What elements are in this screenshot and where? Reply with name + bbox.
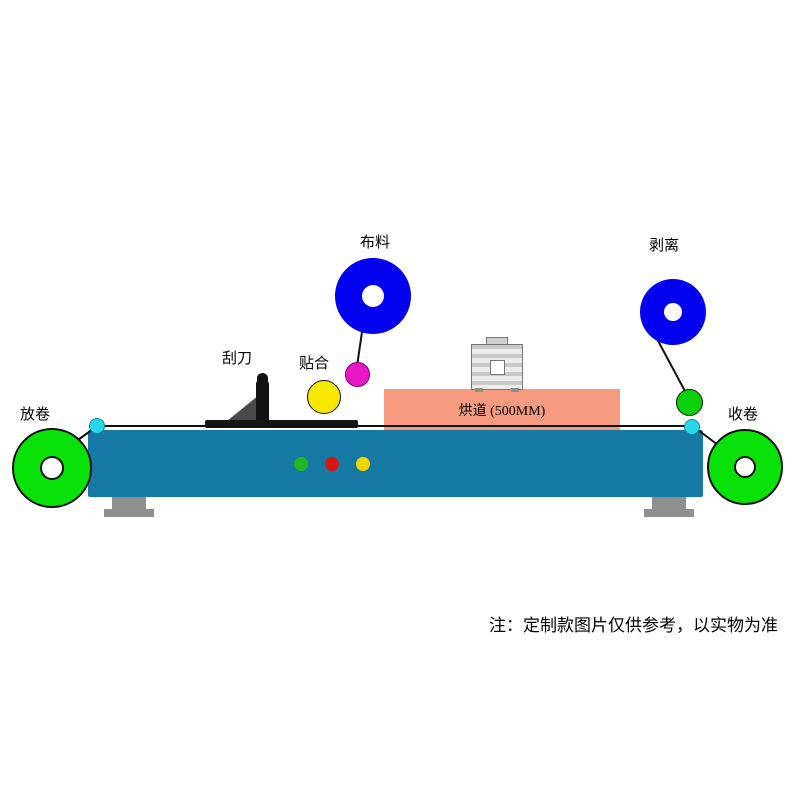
scraper-knob — [257, 373, 268, 383]
web-line-fabric — [356, 331, 363, 367]
motor-foot-right — [511, 388, 519, 392]
machine-foot-left — [104, 509, 154, 517]
machine-body — [88, 430, 703, 497]
guide-roller-left — [89, 418, 105, 434]
fabric-roller-hole — [362, 285, 384, 307]
motor-icon — [471, 344, 523, 390]
motor-foot-left — [475, 388, 483, 392]
guide-roller-right — [684, 419, 700, 435]
peel-label: 剥离 — [648, 238, 679, 254]
indicator-light-red — [325, 457, 339, 471]
peel-roller-hole — [664, 303, 682, 321]
machine-leg-right — [652, 497, 686, 509]
peel-guide-roller — [676, 389, 703, 416]
peel-roller — [640, 279, 706, 345]
unwind-label: 放卷 — [19, 407, 50, 423]
machine-leg-left — [112, 497, 146, 509]
scraper-bar — [205, 420, 358, 428]
laminate-roller — [307, 380, 341, 414]
web-line-peel — [655, 336, 687, 394]
oven-label: 烘道 (500MM) — [458, 403, 546, 419]
unwind-roller-hole — [40, 456, 64, 480]
fabric-label: 布料 — [359, 235, 390, 251]
rewind-label: 收卷 — [727, 407, 758, 423]
oven-block: 烘道 (500MM) — [384, 389, 620, 430]
laminate-label: 贴合 — [298, 356, 329, 372]
indicator-light-yellow — [356, 457, 370, 471]
indicator-light-green — [294, 457, 308, 471]
unwind-roller — [12, 428, 92, 508]
motor-core — [489, 359, 505, 375]
fabric-roller — [335, 258, 411, 334]
scraper-blade — [256, 380, 269, 421]
disclaimer-note: 注：定制款图片仅供参考，以实物为准 — [489, 616, 778, 635]
rewind-roller-hole — [734, 456, 756, 478]
scraper-label: 刮刀 — [221, 351, 252, 367]
machine-foot-right — [644, 509, 694, 517]
press-roller — [345, 362, 370, 387]
rewind-roller — [707, 429, 783, 505]
